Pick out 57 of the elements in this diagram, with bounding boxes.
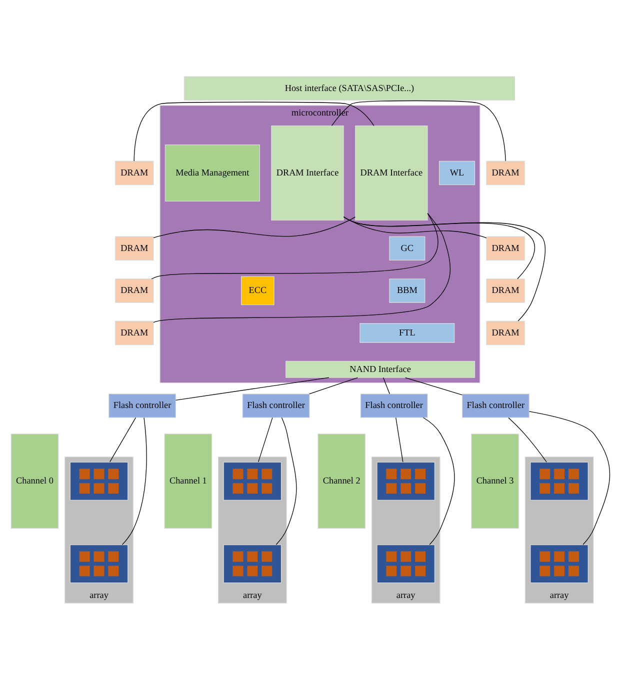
node-box: DRAM [115,278,154,302]
cluster: array [371,456,440,603]
node-box: DRAM [486,160,525,185]
node-box [223,461,282,500]
node-box: DRAM [115,236,154,260]
node-box: Media Management [164,144,260,202]
connector [396,416,404,462]
cluster: array [64,456,134,603]
node-box [530,461,588,500]
node-box: DRAM [486,320,525,345]
connector [175,376,330,400]
node-box: Flash controller [242,393,310,418]
node-box: BBM [389,278,426,302]
connector [382,376,390,394]
node-box: DRAM [486,278,525,302]
node-box: WL [438,160,476,185]
connector [343,216,546,321]
connector [528,410,610,544]
node-box: Flash controller [108,393,176,418]
node-box: Channel 1 [164,433,212,528]
cluster: array [218,456,287,603]
node-box: Flash controller [360,393,428,418]
node-box: NAND Interface [286,360,476,378]
connector [153,216,356,238]
connector [405,376,462,395]
node-box: DRAM Interface [355,124,428,220]
node-box: DRAM Interface [271,124,344,220]
connector [423,416,455,544]
node-box: GC [389,236,426,260]
connector [153,212,451,322]
node-box [223,544,282,583]
node-box: DRAM [115,320,154,345]
connector [134,101,374,161]
node-box [530,544,588,583]
connector [258,416,273,462]
node-box: Channel 3 [471,433,519,528]
connector [110,416,136,462]
node-box: ECC [240,276,274,305]
node-box [70,544,128,583]
node-box: DRAM [115,160,154,185]
node-box: FTL [360,322,455,342]
cluster: array [524,456,594,603]
connector [151,212,438,279]
node-box [70,461,128,500]
connector [122,416,147,545]
node-box: DRAM [486,236,525,260]
connector [508,416,547,462]
node-box: Host interface (SATA\SAS\PCIe...) [184,76,516,100]
connector [344,216,487,238]
node-box [376,461,436,500]
node-box: Channel 0 [10,433,59,528]
connector [343,216,536,279]
connector [331,100,506,161]
node-box [376,544,436,583]
connector [276,416,297,544]
node-box: Channel 2 [318,433,366,528]
node-box: Flash controller [462,393,530,418]
